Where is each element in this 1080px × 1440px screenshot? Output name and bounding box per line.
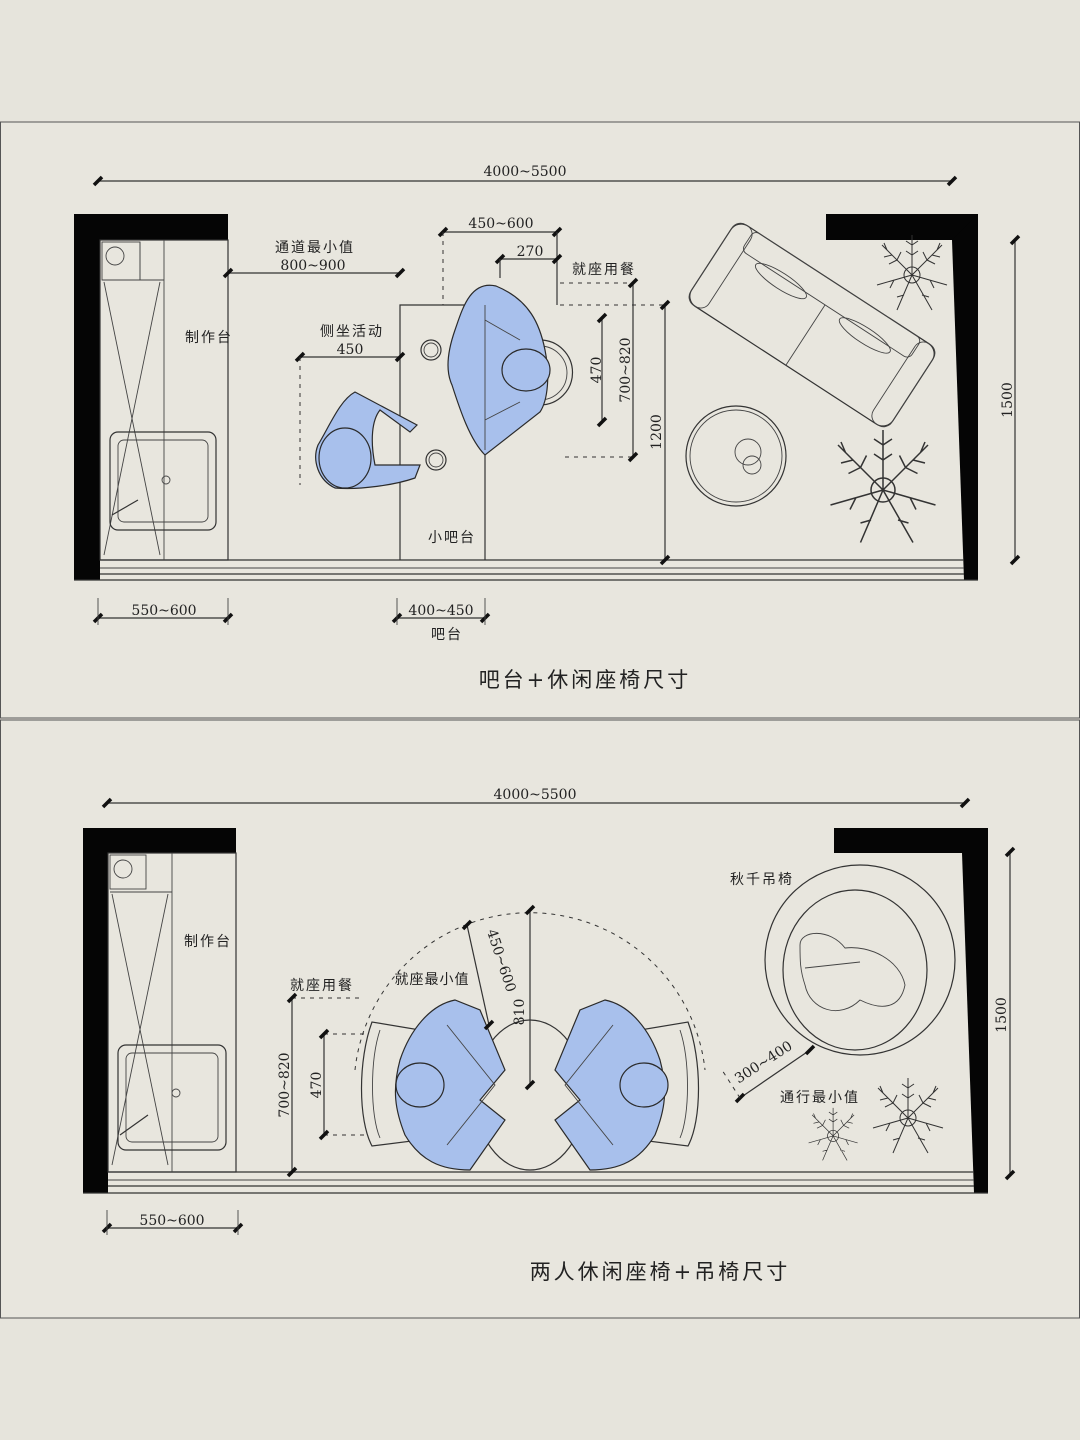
side-seat-dimension: 侧坐活动 450 (294, 324, 406, 485)
bar-depth-dimension: 400~450 吧台 (391, 598, 491, 643)
overall-width-label-2: 4000~5500 (494, 787, 577, 803)
dim-470: 470 (589, 357, 605, 384)
counter-label-2: 制作台 (184, 934, 232, 950)
person-seated-bar (447, 284, 551, 456)
person-right (554, 999, 669, 1171)
lounge-chair-left (360, 1021, 421, 1147)
work-counter: 制作台 (99, 239, 233, 561)
counter-depth-label: 550~600 (131, 603, 196, 619)
seat-offset-label: 270 (517, 244, 544, 260)
aisle-label: 通道最小值 (275, 240, 355, 256)
dim-470-2: 470 (309, 1072, 325, 1099)
coffee-table (685, 405, 787, 507)
side-seat-value: 450 (337, 342, 364, 358)
room-depth-dimension: 1500 (1000, 234, 1021, 566)
dim-700-820-2: 700~820 (277, 1052, 293, 1117)
swing-chair-label: 秋千吊椅 (730, 872, 794, 888)
plan2-title: 两人休闲座椅+吊椅尺寸 (530, 1260, 791, 1284)
small-bar: 小吧台 (399, 304, 486, 560)
room-depth-dimension-2: 1500 (994, 846, 1016, 1181)
min-seat-label: 就座最小值 (395, 972, 470, 988)
panel-bar-counter-plan: 4000~5500 1500 (0, 121, 1080, 719)
dim-700-820: 700~820 (618, 337, 634, 402)
counter-depth-label-2: 550~600 (139, 1213, 204, 1229)
seat-width-label: 450~600 (468, 216, 533, 232)
dining-label-2: 就座用餐 (290, 978, 354, 994)
aisle-dimension: 通道最小值 800~900 (222, 240, 406, 279)
dim-810: 810 (512, 999, 528, 1026)
passage-label: 通行最小值 (780, 1090, 860, 1106)
walls-2 (83, 828, 988, 1194)
seat-width-dimension: 450~600 270 (437, 216, 563, 305)
bar-label: 吧台 (431, 627, 463, 643)
overall-width-label: 4000~5500 (484, 164, 567, 180)
swing-chair: 秋千吊椅 (730, 864, 956, 1056)
room-depth-label-2: 1500 (994, 997, 1010, 1033)
counter-label: 制作台 (185, 330, 233, 346)
person-left (394, 999, 506, 1171)
lounge-chair-right (639, 1021, 700, 1147)
counter-depth-dimension-2: 550~600 (101, 1210, 244, 1235)
plan1-title: 吧台+休闲座椅尺寸 (479, 668, 692, 692)
aisle-value: 800~900 (280, 258, 345, 274)
overall-width-dimension-2: 4000~5500 (101, 787, 971, 809)
person-side-seated (315, 391, 421, 489)
room-depth-label: 1500 (1000, 382, 1016, 418)
overall-width-dimension: 4000~5500 (92, 164, 958, 187)
counter-depth-dimension: 550~600 (92, 598, 234, 625)
small-bar-label: 小吧台 (428, 530, 476, 546)
dining-label: 就座用餐 (572, 262, 636, 278)
side-seat-label: 侧坐活动 (320, 324, 384, 340)
sofa (688, 222, 936, 428)
stool (539, 339, 574, 406)
work-counter-2: 制作台 (107, 852, 237, 1173)
dining-dimensions: 就座用餐 700~820 470 1200 (560, 262, 671, 566)
bar-depth-label: 400~450 (408, 603, 473, 619)
panel-lounge-chair-plan: 4000~5500 1500 (0, 719, 1080, 1319)
walls (74, 214, 978, 581)
dim-1200: 1200 (649, 414, 665, 450)
